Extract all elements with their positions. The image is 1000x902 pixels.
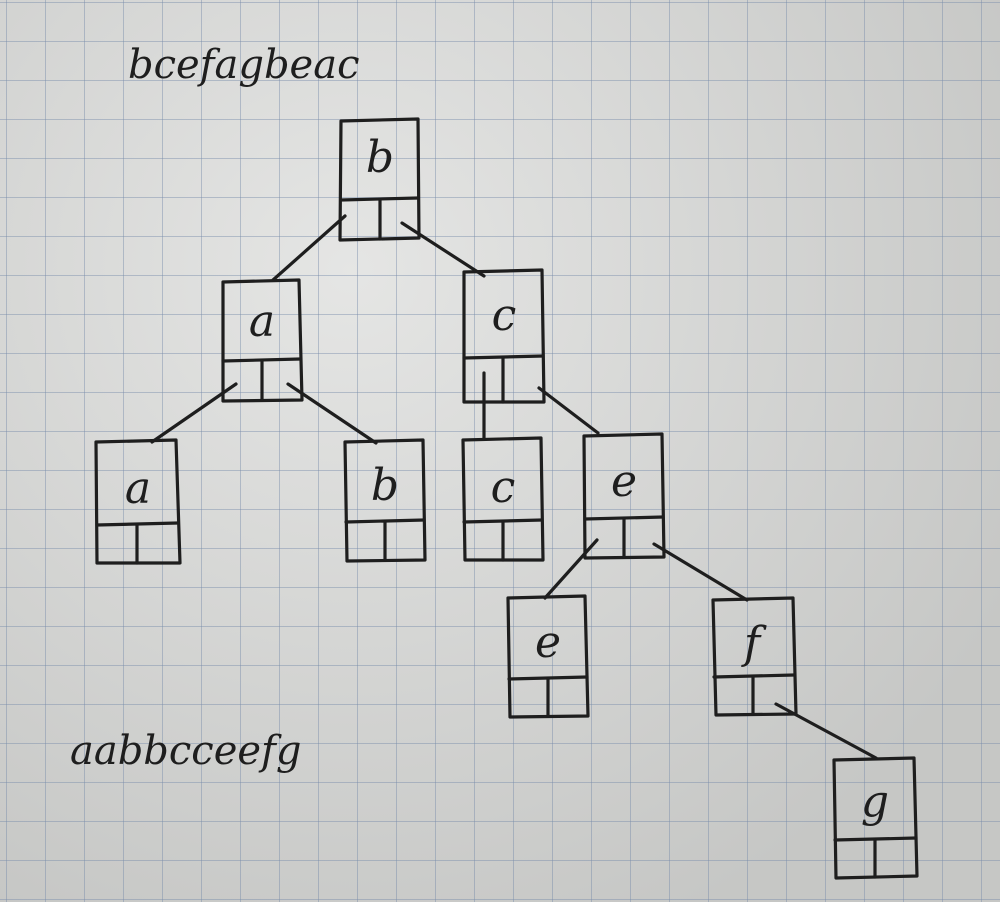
tree-nodes: b a c a b	[94, 117, 919, 880]
tree-node-rrl: e	[506, 594, 590, 719]
tree-node-l: a	[221, 278, 304, 403]
tree-node-rrrr: g	[832, 756, 919, 880]
node-key-ll: a	[125, 463, 151, 514]
edge-rr-rrl	[543, 538, 599, 600]
edge-root-r	[400, 221, 486, 278]
tree-node-root: b	[338, 117, 421, 242]
node-key-rl: c	[491, 462, 516, 513]
edge-r-rr	[537, 386, 600, 435]
tree-node-rrr: f	[711, 596, 798, 717]
tree-node-ll: a	[94, 438, 182, 565]
sorted-output-sequence: aabbcceefg	[70, 728, 301, 774]
tree-node-rl: c	[461, 436, 545, 562]
tree-edges	[150, 214, 878, 760]
tree-node-rr: e	[582, 432, 666, 560]
edge-root-l	[271, 214, 347, 282]
node-key-lr: b	[371, 460, 399, 511]
node-key-rr: e	[611, 456, 637, 507]
node-key-r: c	[492, 290, 517, 341]
node-key-rrrr: g	[861, 776, 889, 827]
tree-node-r: c	[462, 268, 546, 404]
node-key-l: a	[249, 296, 275, 347]
edge-rr-rrr	[652, 542, 749, 602]
edge-rrr-rrrr	[774, 702, 878, 760]
input-sequence: bcefagbeac	[128, 42, 359, 88]
tree-node-lr: b	[343, 438, 427, 563]
node-key-root: b	[366, 132, 394, 183]
node-key-rrl: e	[535, 617, 561, 668]
node-key-rrr: f	[741, 618, 767, 669]
